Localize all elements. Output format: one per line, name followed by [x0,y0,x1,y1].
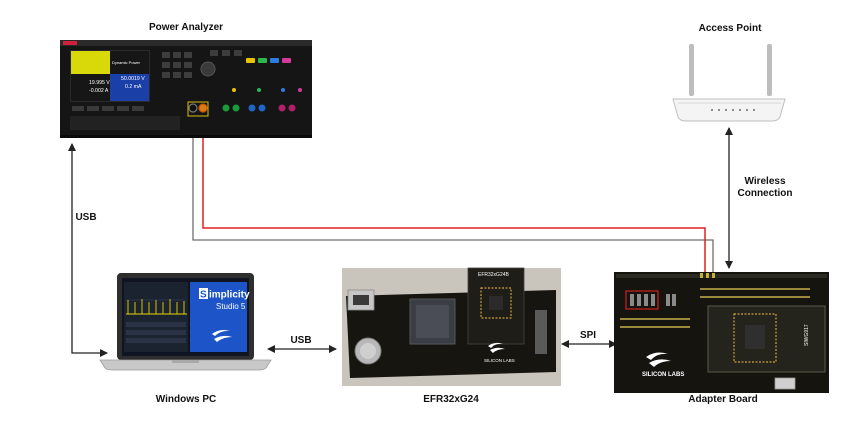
ch1-current: -0.002 A [89,88,109,94]
spi-label: SPI [580,330,596,341]
analyzer-keypad [162,50,242,78]
power-analyzer-device: Dynamic Power 19.995 V -0.002 A 50.0019 … [60,40,312,138]
efr32-board-photo: EFR32xG24B SILICON LABS [342,267,561,386]
wireless-label-line2: Connection [738,188,793,199]
ch2-current: 0.2 mA [125,84,142,90]
wireless-label-line1: Wireless [744,176,785,187]
ch2-voltage: 50.0019 V [121,76,145,82]
connection-arrows [68,127,733,357]
channel-buttons [232,58,302,92]
simplicity-product: Studio 5 [216,302,246,311]
ch1-voltage: 19.995 V [89,80,110,86]
adapter-module-label: SIWG917 [804,324,810,346]
power-analyzer-label: Power Analyzer [149,22,223,33]
access-point-label: Access Point [699,23,762,34]
usb-label-vertical: USB [75,212,96,223]
efr-silabs-logo-icon [488,342,505,353]
usb-label-horizontal: USB [290,335,311,346]
usb-arrow-analyzer-pc [68,143,108,357]
ground-wire [192,110,714,276]
windows-pc-label: Windows PC [156,394,216,405]
access-point-device [672,44,786,122]
access-point-leds [711,109,755,111]
efr-silabs-text: SILICON LABS [484,358,515,363]
power-header-highlight [625,290,659,310]
adapter-board-photo: SIWG917 SILICON LABS [614,272,829,393]
simplicity-brand: implicity [209,290,250,301]
silabs-logo-icon [212,330,232,342]
analyzer-knob [200,61,216,77]
output-terminals [187,101,296,117]
analyzer-mode: Dynamic Power [112,60,141,65]
efr-board-label: EFR32xG24 [423,394,479,405]
adapter-board-label: Adapter Board [688,394,757,405]
measurement-wires [192,110,714,276]
adapter-pad-grid [620,288,810,328]
laptop-device: S implicity Studio 5 [99,273,272,371]
efr-module-label: EFR32xG24B [478,272,510,278]
adapter-usb-connector [774,377,796,390]
adapter-silabs-text: SILICON LABS [642,372,684,378]
power-wire [202,110,706,276]
current-trace [126,299,187,315]
efr-pin-header [535,310,547,354]
siwg917-module [707,305,826,373]
simplicity-brand-initial: S [200,290,207,301]
adapter-silabs-logo-icon [646,352,671,367]
